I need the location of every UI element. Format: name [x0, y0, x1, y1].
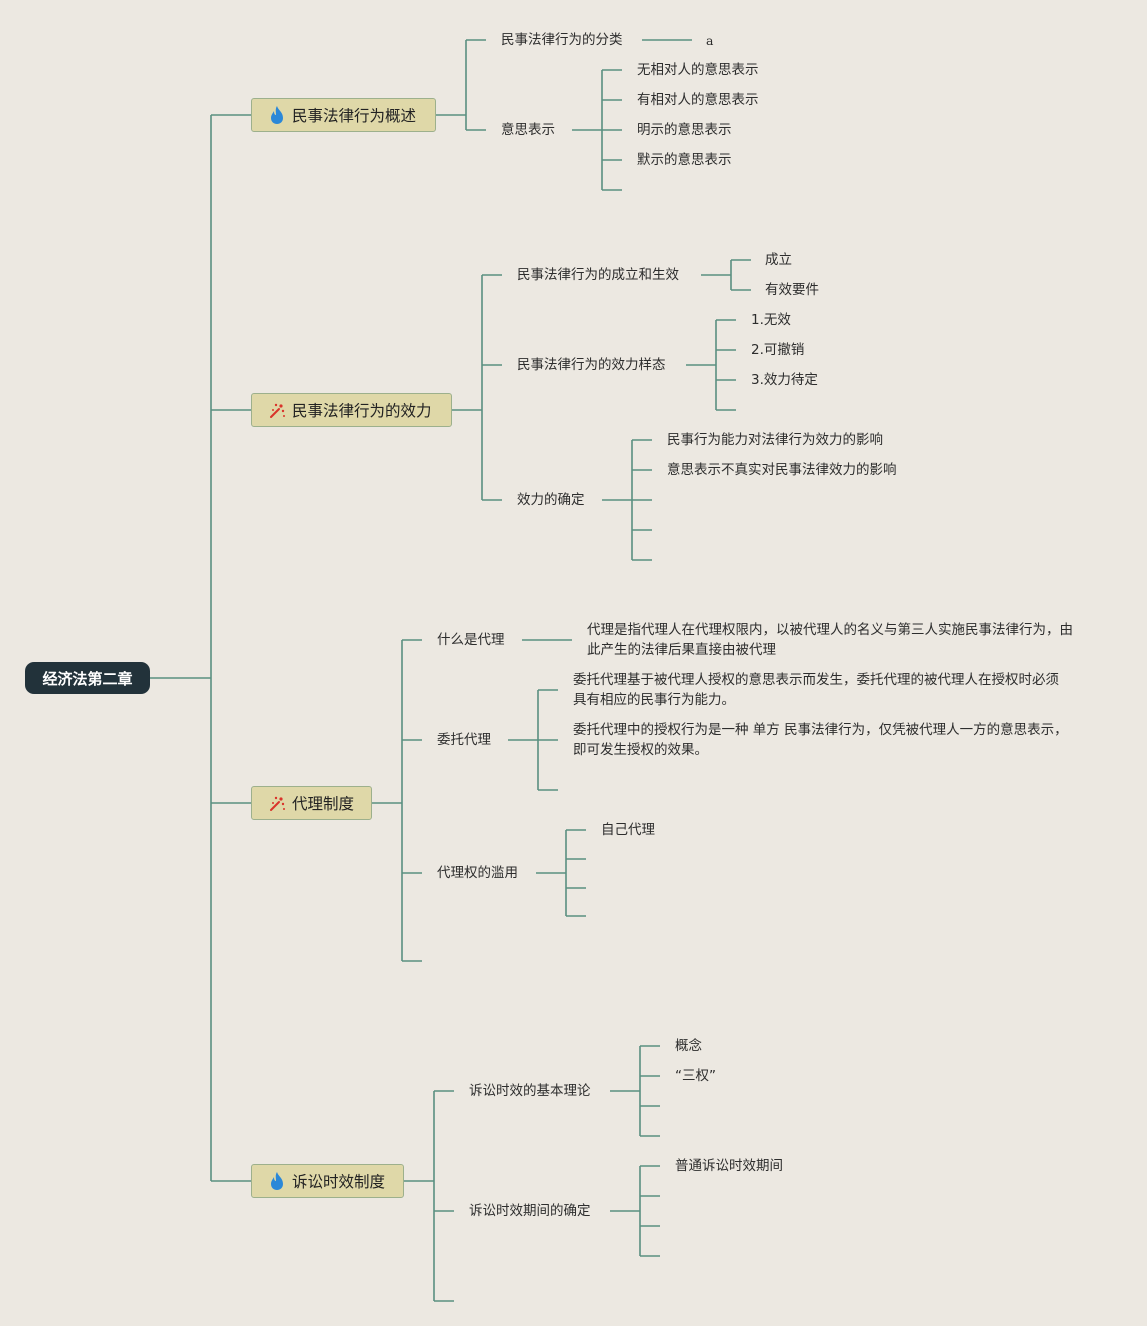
subtopic-what-is-agency[interactable]: 什么是代理	[437, 632, 505, 648]
subtopic-agency-abuse[interactable]: 代理权的滥用	[437, 865, 518, 881]
topic-legal-act-overview[interactable]: 民事法律行为概述	[251, 98, 436, 132]
forms-child[interactable]: 3.效力待定	[751, 372, 818, 388]
topic-legal-act-validity[interactable]: 民事法律行为的效力	[251, 393, 452, 427]
intent-child[interactable]: 无相对人的意思表示	[637, 62, 759, 78]
subtopic-basic-theory[interactable]: 诉讼时效的基本理论	[469, 1083, 591, 1099]
abuse-child[interactable]: 自己代理	[601, 822, 655, 838]
subtopic-establish[interactable]: 民事法律行为的成立和生效	[517, 267, 679, 283]
fire-icon	[268, 1171, 286, 1191]
intent-child[interactable]: 明示的意思表示	[637, 122, 732, 138]
subtopic-period[interactable]: 诉讼时效期间的确定	[469, 1203, 591, 1219]
intent-child[interactable]: 有相对人的意思表示	[637, 92, 759, 108]
theory-child[interactable]: 概念	[675, 1038, 702, 1054]
subtopic-entrusted-agency[interactable]: 委托代理	[437, 732, 491, 748]
root-topic[interactable]: 经济法第二章	[25, 662, 150, 694]
forms-child[interactable]: 1.无效	[751, 312, 791, 328]
theory-child[interactable]: “三权”	[675, 1068, 716, 1084]
agency-definition[interactable]: 代理是指代理人在代理权限内，以被代理人的名义与第三人实施民事法律行为，由此产生的…	[587, 622, 1073, 658]
determine-child[interactable]: 意思表示不真实对民事法律效力的影响	[667, 462, 897, 478]
fire-icon	[268, 105, 286, 125]
intent-child[interactable]: 默示的意思表示	[637, 152, 732, 168]
sparkle-icon	[268, 400, 286, 420]
entrust-child[interactable]: 委托代理基于被代理人授权的意思表示而发生，委托代理的被代理人在授权时必须具有相应…	[573, 672, 1059, 708]
forms-child[interactable]: 2.可撤销	[751, 342, 805, 358]
subtopic-determine[interactable]: 效力的确定	[517, 492, 585, 508]
classification-child[interactable]: a	[706, 33, 714, 48]
topic-limitation-system[interactable]: 诉讼时效制度	[251, 1164, 404, 1198]
establish-child[interactable]: 成立	[765, 252, 792, 268]
period-child[interactable]: 普通诉讼时效期间	[675, 1158, 783, 1174]
establish-child[interactable]: 有效要件	[765, 282, 819, 298]
entrust-child[interactable]: 委托代理中的授权行为是一种 单方 民事法律行为，仅凭被代理人一方的意思表示，即可…	[573, 722, 1068, 758]
subtopic-intent[interactable]: 意思表示	[501, 122, 555, 138]
topic-label: 民事法律行为的效力	[292, 402, 432, 420]
subtopic-classification[interactable]: 民事法律行为的分类	[501, 32, 623, 48]
topic-label: 民事法律行为概述	[292, 107, 417, 125]
topic-label: 诉讼时效制度	[292, 1173, 386, 1191]
sparkle-icon	[268, 793, 286, 813]
determine-child[interactable]: 民事行为能力对法律行为效力的影响	[667, 432, 883, 448]
root-label: 经济法第二章	[42, 669, 133, 688]
topic-agency-system[interactable]: 代理制度	[251, 786, 372, 820]
subtopic-forms[interactable]: 民事法律行为的效力样态	[517, 357, 666, 373]
topic-label: 代理制度	[292, 795, 355, 813]
